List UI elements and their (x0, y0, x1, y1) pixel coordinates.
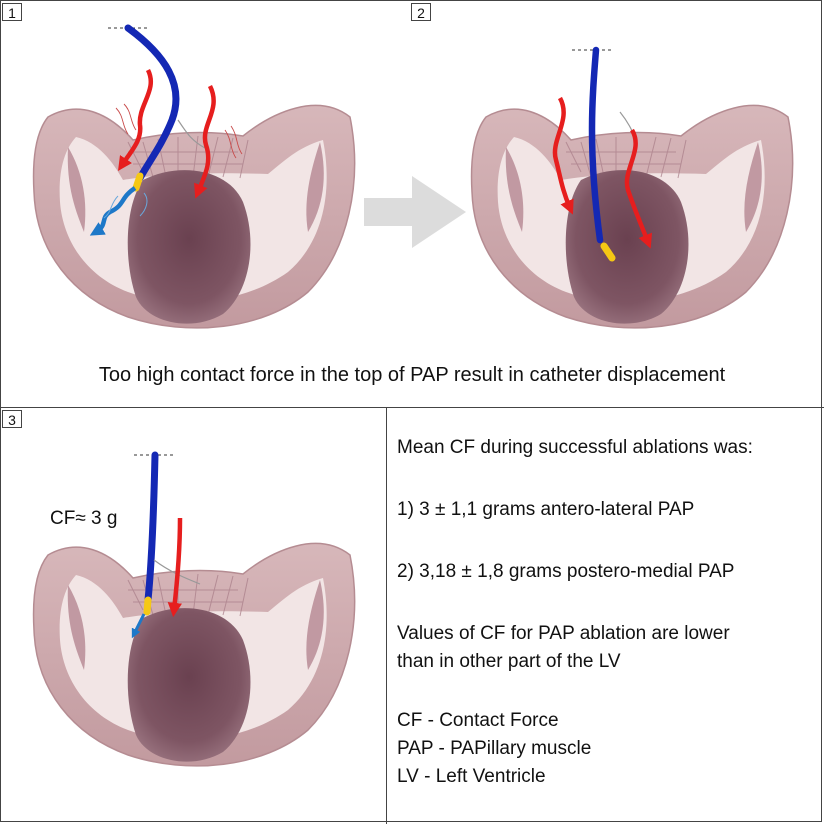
panel-number-1: 1 (2, 3, 22, 21)
panel3-heart (32, 542, 356, 767)
panel3-catheter (131, 451, 201, 639)
transition-arrow (364, 176, 466, 248)
panel2-heart (470, 104, 794, 329)
info-note-line-1: Values of CF for PAP ablation are lower (397, 623, 730, 644)
legend-cf: CF - Contact Force (397, 710, 559, 731)
panel1-heart (32, 104, 356, 329)
panel-divider-horizontal (0, 407, 824, 408)
panel1-force-arrows (115, 68, 243, 199)
panel-number-3: 3 (2, 410, 22, 428)
panel1-catheter (89, 24, 206, 236)
panel2-force-arrows (552, 96, 653, 249)
panel-number-2: 2 (411, 3, 431, 21)
legend-pap: PAP - PAPillary muscle (397, 738, 592, 759)
info-item-2: 2) 3,18 ± 1,8 grams postero-medial PAP (397, 561, 735, 582)
panel-divider-vertical (386, 407, 387, 824)
legend-lv: LV - Left Ventricle (397, 766, 546, 787)
info-item-1: 1) 3 ± 1,1 grams antero-lateral PAP (397, 499, 695, 520)
info-heading: Mean CF during successful ablations was: (397, 437, 753, 458)
panel12-caption: Too high contact force in the top of PAP… (98, 364, 726, 386)
panel3-force-arrow (167, 517, 183, 618)
cf-value-label: CF≈ 3 g (50, 508, 118, 529)
panel2-catheter (572, 46, 637, 262)
info-note-line-2: than in other part of the LV (397, 651, 621, 672)
